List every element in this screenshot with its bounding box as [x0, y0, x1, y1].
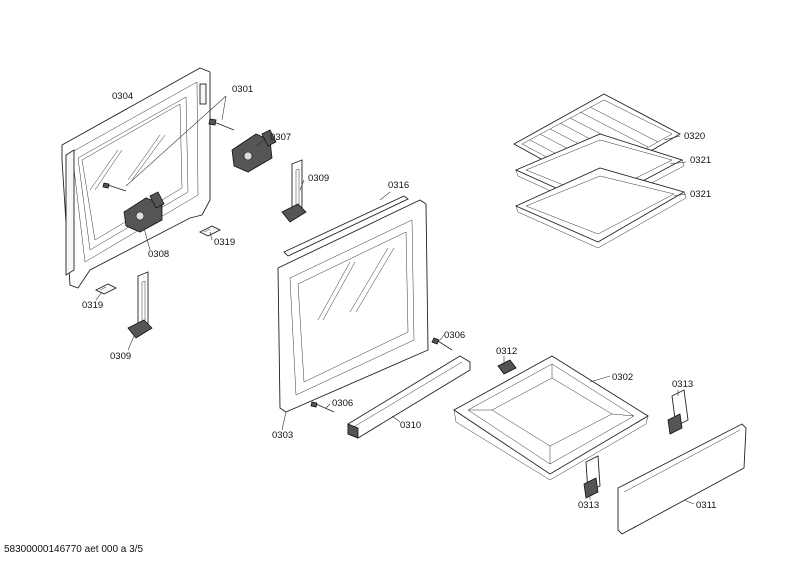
runner-0313-left — [583, 455, 601, 499]
bracket-0312 — [497, 359, 517, 375]
part-labels: 0304 0301 0307 0309 0316 0320 0321 0321 … — [82, 84, 716, 511]
runner-0313-right — [667, 389, 689, 435]
label-0313-right: 0313 — [672, 379, 693, 390]
label-0304: 0304 — [112, 91, 133, 102]
screw-0306-lower — [310, 401, 335, 413]
outer-door-glass-0303 — [277, 199, 429, 413]
clip-0319-left — [94, 283, 118, 295]
baking-tray-0321-lower — [514, 167, 687, 249]
label-0306-lower: 0306 — [332, 398, 353, 409]
inner-door-frame — [61, 67, 211, 289]
label-0308: 0308 — [148, 249, 169, 260]
label-0319-left: 0319 — [82, 300, 103, 311]
deep-pan-0302 — [453, 355, 649, 481]
door-seal-0316 — [283, 195, 409, 257]
label-0313-left: 0313 — [578, 500, 599, 511]
screw-0306-upper — [431, 337, 453, 351]
hinge-0309-upper — [281, 159, 307, 223]
label-0319-right: 0319 — [214, 237, 235, 248]
label-0316: 0316 — [388, 180, 409, 191]
door-handle-0310 — [347, 355, 471, 439]
screw-0301 — [102, 118, 235, 192]
drawer-front-0311 — [617, 423, 747, 535]
leader-lines — [95, 95, 695, 505]
label-0301: 0301 — [232, 84, 253, 95]
label-0307: 0307 — [270, 132, 291, 143]
label-0309-upper: 0309 — [308, 173, 329, 184]
label-0311: 0311 — [696, 500, 716, 511]
label-0310: 0310 — [400, 420, 421, 431]
label-0312: 0312 — [496, 346, 517, 357]
hinge-cover-0307 — [231, 129, 277, 173]
hinge-cover-0308 — [123, 191, 165, 233]
label-0303: 0303 — [272, 430, 293, 441]
label-0321-lower: 0321 — [690, 189, 711, 200]
label-0309-lower: 0309 — [110, 351, 131, 362]
label-0306-upper: 0306 — [444, 330, 465, 341]
label-0302: 0302 — [612, 372, 633, 383]
label-0321-upper: 0321 — [690, 155, 711, 166]
label-0320: 0320 — [684, 131, 705, 142]
document-footer-id: 58300000146770 aet 000 a 3/5 — [4, 544, 144, 555]
hinge-0309-lower — [127, 271, 153, 339]
clip-0319-right — [198, 225, 222, 237]
